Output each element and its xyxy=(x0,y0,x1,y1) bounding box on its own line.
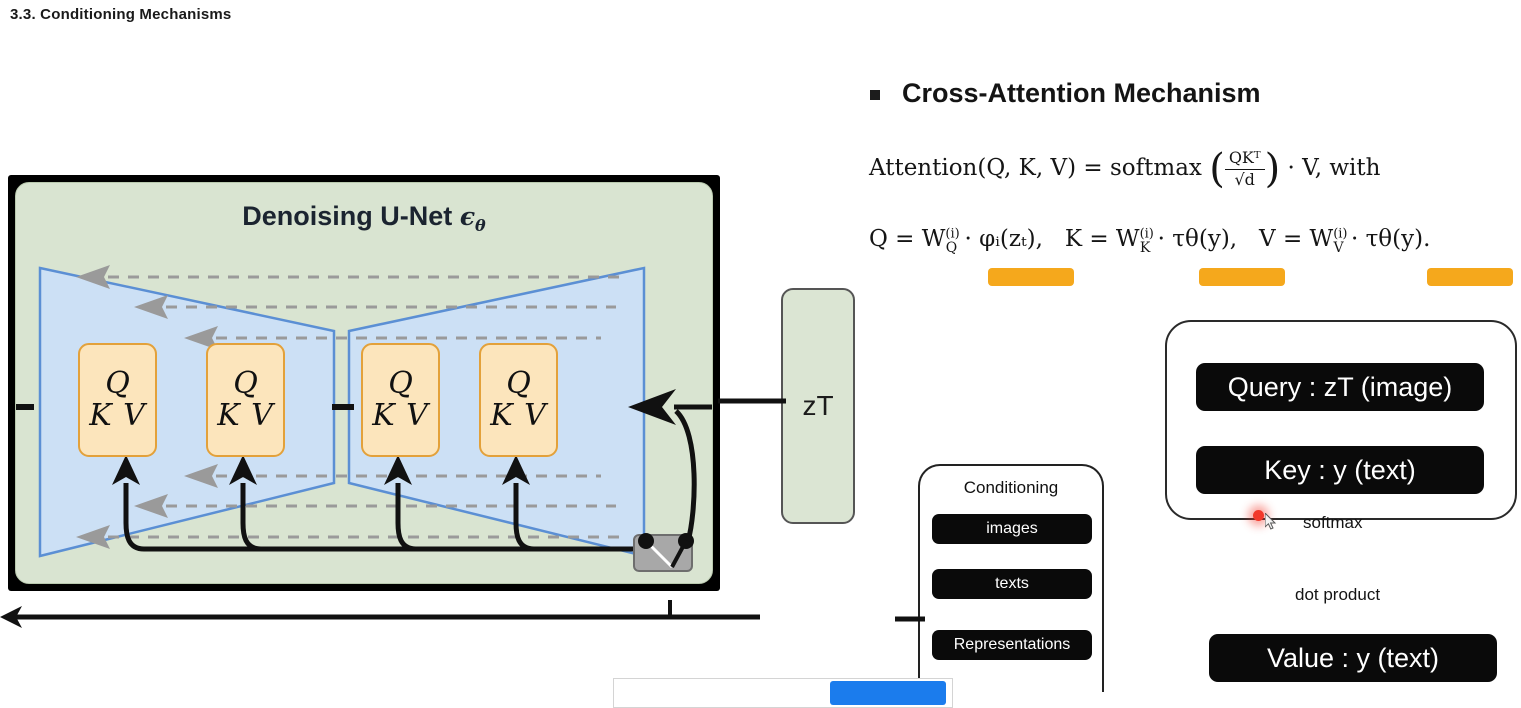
unet-panel: Denoising U-Net ϵθ xyxy=(15,182,713,584)
conditioning-to-unet-connector xyxy=(895,616,925,622)
softmax-label: softmax xyxy=(1303,513,1363,532)
key-label: Key : y (text) xyxy=(1264,454,1416,485)
qkv-projection-formula: Q = W(i)Q · φᵢ(zₜ), K = W(i)K · τθ(y), V… xyxy=(869,226,1430,256)
denoising-unet-figure: Denoising U-Net ϵθ xyxy=(8,175,720,591)
formula-softmax: softmax xyxy=(1109,155,1202,181)
conditioning-item-label: texts xyxy=(995,575,1029,592)
zt-to-unet-connector xyxy=(718,398,786,404)
attention-keyvalue-label: K V xyxy=(372,398,429,433)
bottom-dialog-primary-button[interactable] xyxy=(830,681,946,705)
query-label: Query : zT (image) xyxy=(1227,371,1453,402)
attention-keyvalue-label: K V xyxy=(89,398,146,433)
dot-product-label: dot product xyxy=(1295,585,1381,604)
attention-keyvalue-label: K V xyxy=(217,398,274,433)
click-indicator-icon xyxy=(1253,510,1264,521)
epsilon-theta-symbol: ϵθ xyxy=(459,202,486,235)
attention-query-label: Q xyxy=(105,366,130,401)
highlight-bar-tau-value xyxy=(1427,268,1513,286)
unet-title: Denoising U-Net ϵθ xyxy=(16,201,712,235)
query-box[interactable]: Query : zT (image) xyxy=(1196,363,1484,411)
attention-keyvalue-label: K V xyxy=(490,398,547,433)
attention-block-1: Q K V xyxy=(78,343,157,457)
left-paren: ( xyxy=(1209,146,1225,192)
attention-formula: Attention(Q, K, V) = softmax (QKᵀ√d) · V… xyxy=(869,146,1380,192)
v-projection: V = W(i)V · τθ(y). xyxy=(1259,226,1431,256)
attention-query-label: Q xyxy=(506,366,531,401)
k-projection: K = W(i)K · τθ(y), xyxy=(1064,226,1238,256)
conditioning-item-label: images xyxy=(986,520,1038,537)
conditioning-item-texts[interactable]: texts xyxy=(932,569,1092,599)
value-label: Value : y (text) xyxy=(1266,642,1440,673)
attention-query-label: Q xyxy=(233,366,258,401)
key-box[interactable]: Key : y (text) xyxy=(1196,446,1484,494)
attention-block-2: Q K V xyxy=(206,343,285,457)
qk-over-sqrt-d: QKᵀ√d xyxy=(1224,148,1265,189)
formula-dot: · xyxy=(1287,155,1295,181)
arrow-cursor-icon xyxy=(1265,513,1277,530)
conditioning-item-images[interactable]: images xyxy=(932,514,1092,544)
output-flow-arrow xyxy=(0,600,760,628)
right-paren: ) xyxy=(1264,146,1281,192)
attention-query-label: Q xyxy=(388,366,413,401)
latent-zt-label: zT xyxy=(802,390,834,421)
formula-equals: = xyxy=(1083,155,1103,181)
bullet-square-icon xyxy=(870,90,880,100)
highlight-bar-phi xyxy=(988,268,1074,286)
q-projection: Q = W(i)Q · φᵢ(zₜ), xyxy=(869,226,1043,256)
formula-numerator: QKᵀ xyxy=(1224,148,1265,170)
attention-block-4: Q K V xyxy=(479,343,558,457)
conditioning-panel: Conditioning images texts Representation… xyxy=(918,464,1104,692)
highlight-bar-tau-key xyxy=(1199,268,1285,286)
formula-denominator: √d xyxy=(1234,169,1255,189)
attention-block-3: Q K V xyxy=(361,343,440,457)
page-title: 3.3. Conditioning Mechanisms xyxy=(10,6,232,23)
conditioning-title: Conditioning xyxy=(963,478,1059,497)
cross-attention-heading: Cross-Attention Mechanism xyxy=(902,78,1261,108)
unet-encoder-decoder-shapes xyxy=(16,265,712,572)
value-box[interactable]: Value : y (text) xyxy=(1209,634,1497,682)
latent-zt-box: zT xyxy=(781,288,855,524)
formula-lhs: Attention(Q, K, V) xyxy=(869,155,1077,181)
formula-rhs: V, with xyxy=(1302,155,1381,181)
conditioning-item-representations[interactable]: Representations xyxy=(932,630,1092,660)
unet-title-text: Denoising U-Net xyxy=(242,201,453,231)
conditioning-item-label: Representations xyxy=(953,636,1071,653)
